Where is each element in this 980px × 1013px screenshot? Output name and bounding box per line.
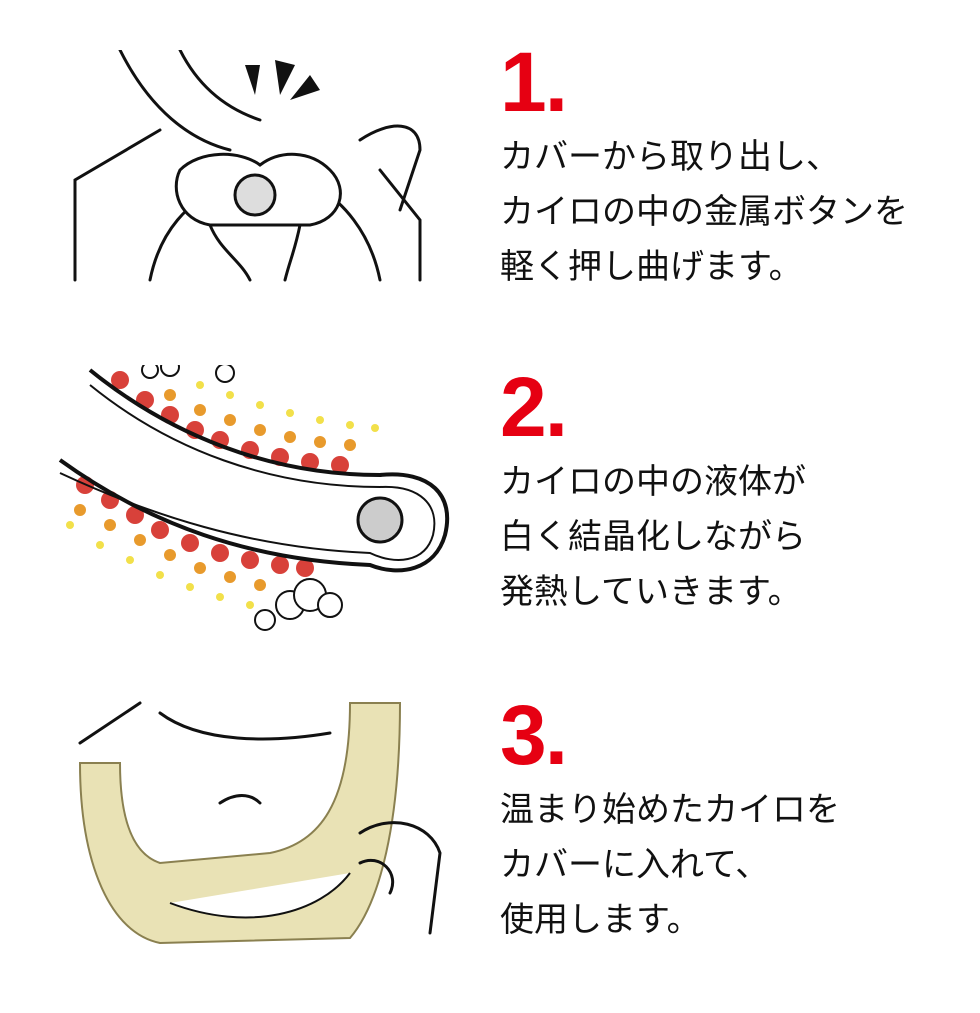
step-number: 1.: [500, 35, 568, 129]
metal-button-icon: [356, 496, 404, 544]
step-number: 2.: [500, 360, 568, 454]
step-3: 3. 温まり始めたカイロを カバーに入れて、 使用します。: [0, 693, 980, 1013]
step-instructions: 温まり始めたカイロを カバーに入れて、 使用します。: [500, 783, 840, 948]
step-number: 3.: [500, 688, 568, 782]
step-instructions: カイロの中の液体が 白く結晶化しながら 発熱していきます。: [500, 455, 806, 620]
instruction-line: カイロの中の金属ボタンを: [500, 192, 908, 232]
heat-pack-warming-illustration: [58, 365, 450, 631]
instruction-line: カバーに入れて、: [500, 845, 770, 885]
step-1: 1. カバーから取り出し、 カイロの中の金属ボタンを 軽く押し曲げます。: [0, 40, 980, 360]
instruction-line: カバーから取り出し、: [500, 137, 840, 177]
metal-button-icon: [233, 173, 277, 217]
instruction-line: 白く結晶化しながら: [500, 517, 806, 557]
instruction-line: 軽く押し曲げます。: [500, 247, 803, 287]
step-2: 2. カイロの中の液体が 白く結晶化しながら 発熱していきます。: [0, 365, 980, 685]
instruction-line: 発熱していきます。: [500, 572, 802, 612]
insert-into-cover-illustration: [78, 701, 442, 945]
hands-bending-button-illustration: [73, 50, 422, 282]
instruction-line: 使用します。: [500, 900, 701, 940]
step-instructions: カバーから取り出し、 カイロの中の金属ボタンを 軽く押し曲げます。: [500, 130, 908, 295]
instruction-line: カイロの中の液体が: [500, 462, 806, 502]
instruction-line: 温まり始めたカイロを: [500, 790, 840, 830]
